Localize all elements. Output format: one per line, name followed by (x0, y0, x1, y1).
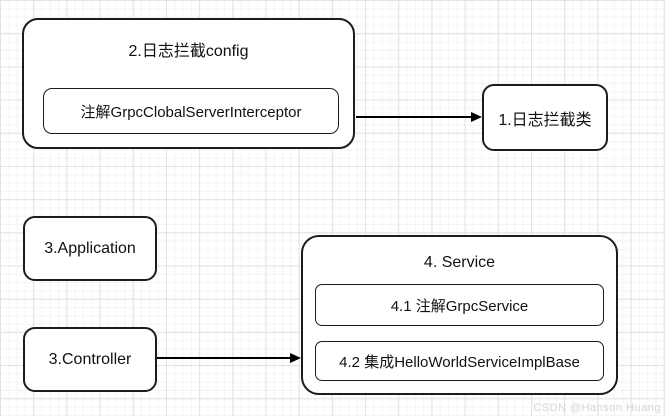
arrow-right-icon (290, 353, 301, 363)
config-group-box: 2.日志拦截config 注解GrpcClobalServerIntercept… (22, 18, 355, 149)
service-group-box: 4. Service 4.1 注解GrpcService 4.2 集成Hello… (301, 235, 618, 395)
edge-controller-to-service-line (157, 357, 291, 359)
application-box: 3.Application (23, 216, 157, 281)
interceptor-class-box: 1.日志拦截类 (482, 84, 608, 151)
interceptor-annotation-box: 注解GrpcClobalServerInterceptor (43, 88, 339, 134)
arrow-right-icon (471, 112, 482, 122)
watermark-text: CSDN @Hanson Huang (533, 402, 661, 414)
controller-box: 3.Controller (23, 327, 157, 392)
edge-config-to-interceptor-line (356, 116, 472, 118)
service-group-title: 4. Service (423, 254, 496, 271)
service-impl-box: 4.2 集成HelloWorldServiceImplBase (315, 341, 604, 381)
service-annotation-box: 4.1 注解GrpcService (315, 284, 604, 326)
config-group-title: 2.日志拦截config (128, 43, 249, 60)
